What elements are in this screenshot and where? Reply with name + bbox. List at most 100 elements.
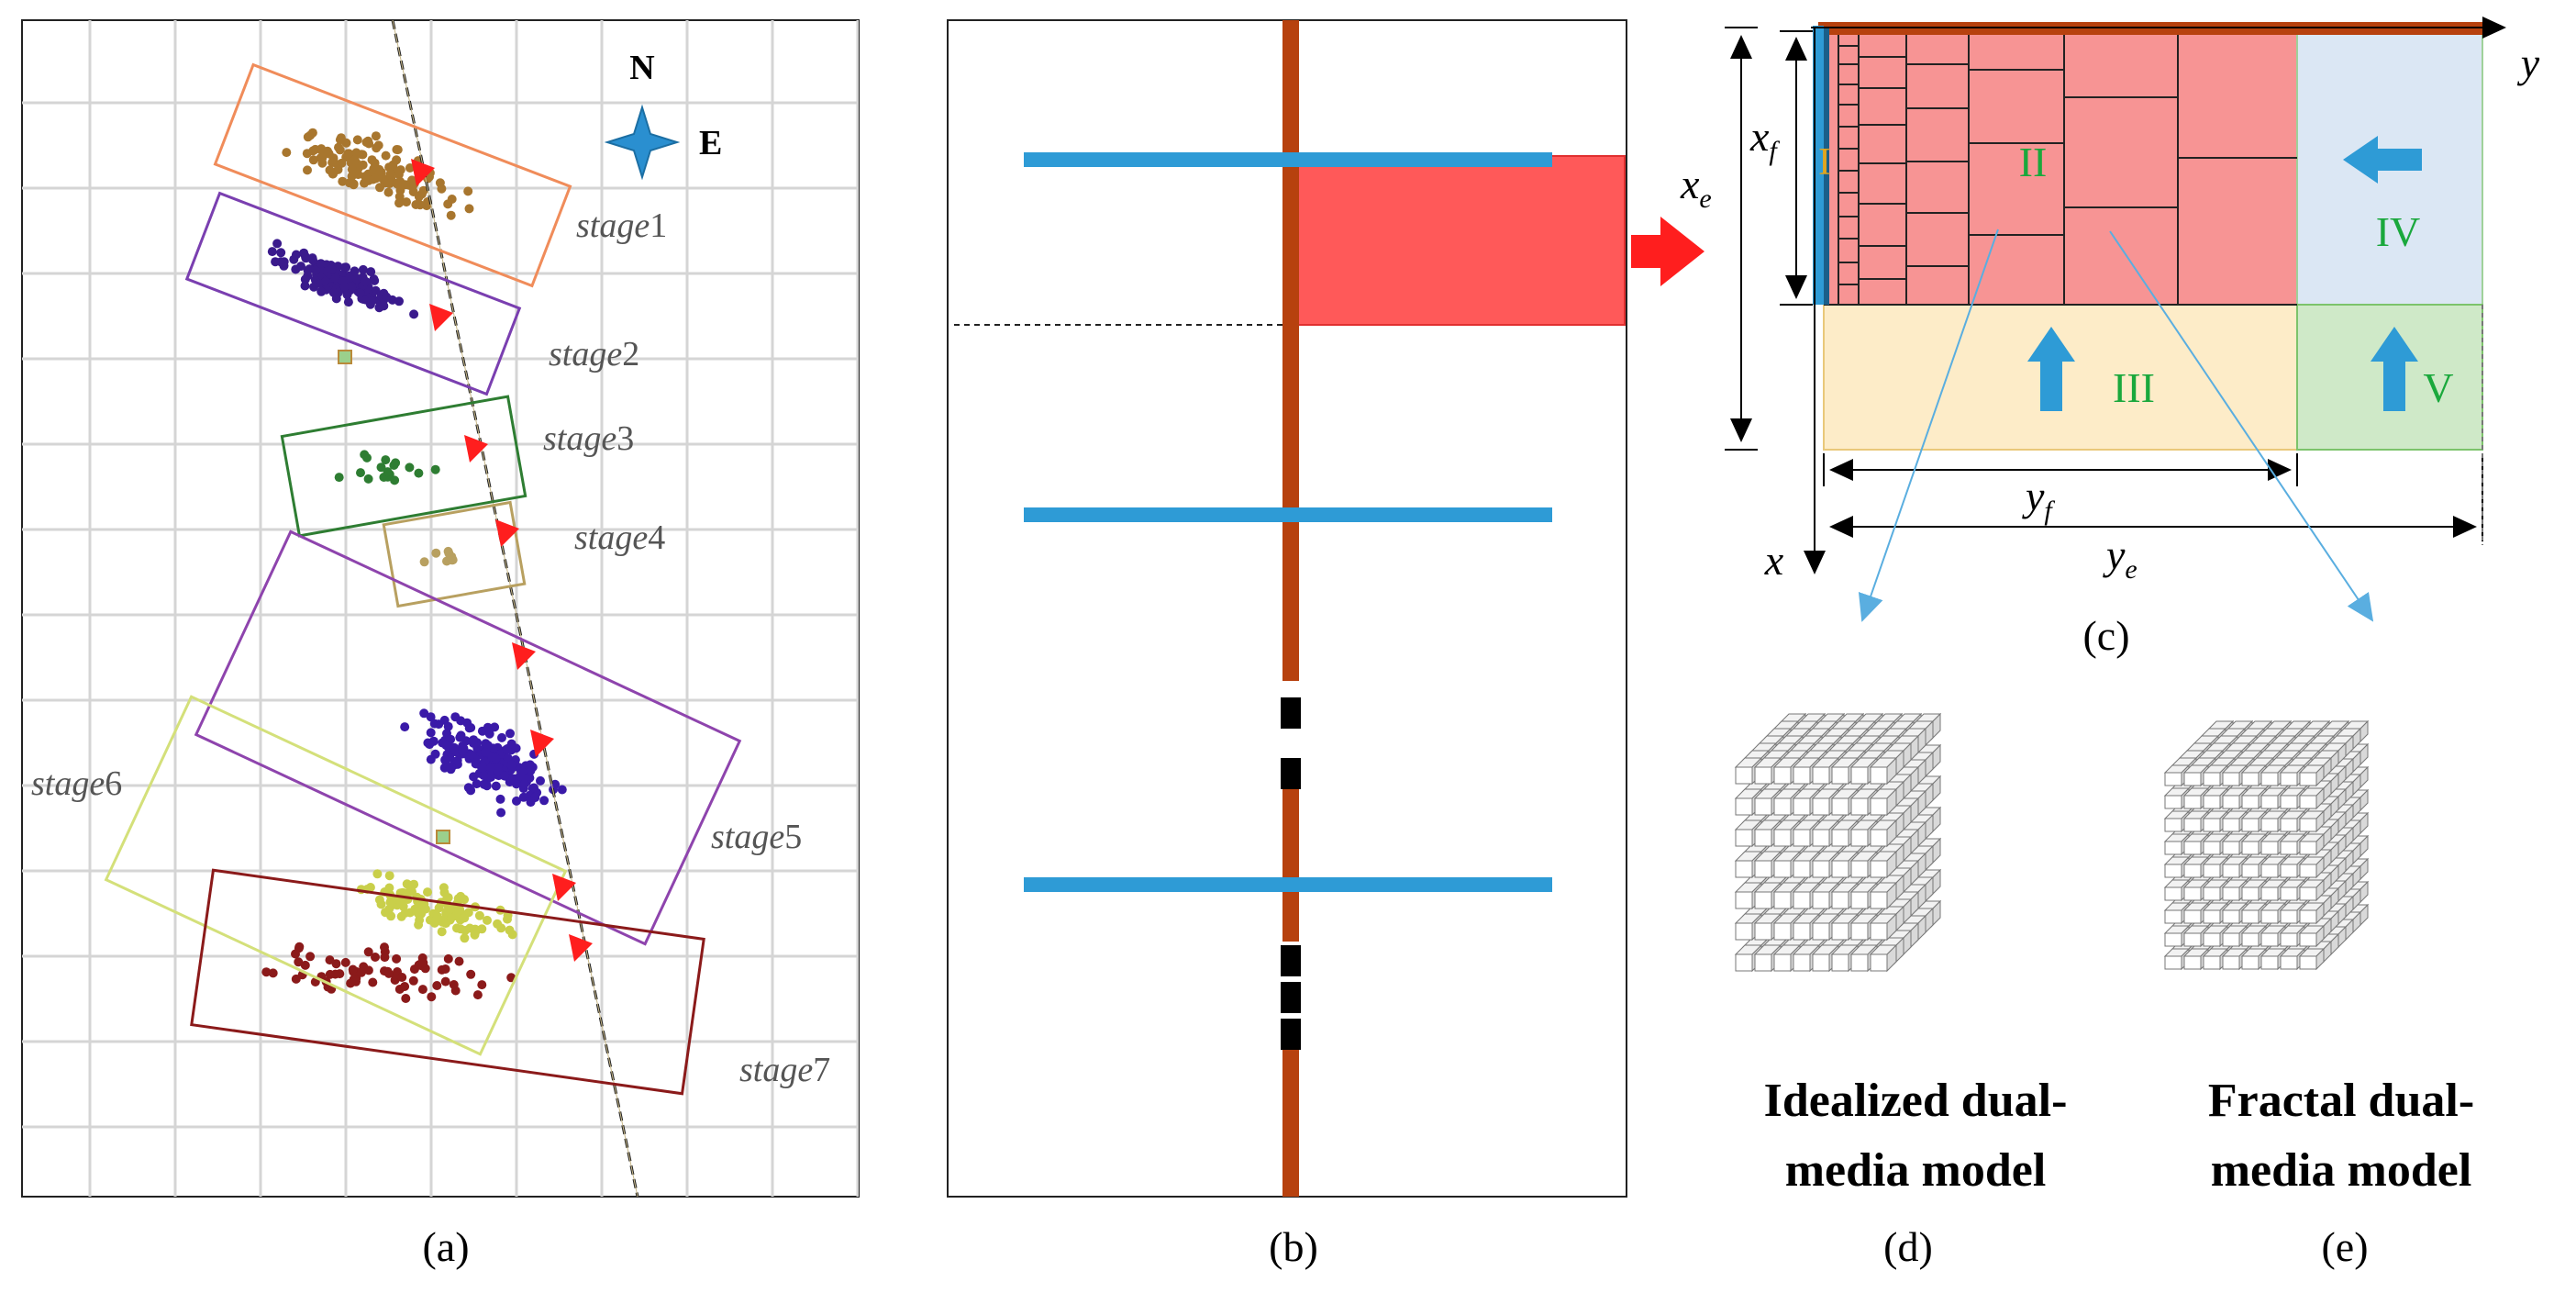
event-point <box>481 747 491 757</box>
event-point <box>384 179 394 189</box>
event-point <box>412 907 422 917</box>
event-point <box>409 309 419 319</box>
yf-label: yf <box>2022 473 2055 526</box>
event-point <box>386 911 396 921</box>
event-point <box>396 911 406 921</box>
event-point <box>350 266 360 276</box>
event-point <box>341 138 351 148</box>
event-point <box>384 871 394 881</box>
event-point <box>395 165 405 175</box>
stage-4-label: stage4 <box>574 518 665 557</box>
event-point <box>466 750 476 760</box>
event-point <box>464 204 474 214</box>
stage-3-label: stage3 <box>543 419 634 458</box>
event-point <box>452 755 462 765</box>
event-point <box>414 468 424 478</box>
event-point <box>539 796 550 806</box>
event-point <box>486 763 496 773</box>
event-point <box>325 955 335 965</box>
event-point <box>276 248 286 258</box>
panel-d-title-line2: media model <box>1785 1144 2047 1197</box>
wellbore-break-marks <box>1281 681 1301 1050</box>
event-point <box>381 455 391 465</box>
stage-6-box <box>104 695 568 1056</box>
green-marker <box>436 830 450 844</box>
event-point <box>343 297 353 307</box>
event-point <box>405 463 415 473</box>
event-point <box>351 273 361 284</box>
event-point <box>339 282 350 292</box>
event-point <box>493 763 503 773</box>
event-point <box>466 786 476 796</box>
event-point <box>491 781 501 791</box>
event-point <box>381 292 391 302</box>
event-point <box>418 185 428 195</box>
caption-a: (a) <box>422 1223 469 1270</box>
event-point <box>430 464 440 474</box>
map-grid <box>22 20 859 1197</box>
panel-c: y x xe xf yf ye I II III IV V <box>1680 17 2540 659</box>
event-point <box>511 779 521 789</box>
event-point <box>361 138 372 147</box>
event-point <box>400 722 410 732</box>
stage-5-box <box>194 529 742 946</box>
event-point <box>383 187 394 197</box>
event-point <box>405 163 415 173</box>
event-point <box>470 930 480 940</box>
event-point <box>502 744 512 754</box>
caption-c: (c) <box>2082 612 2129 659</box>
panel-e-title-line2: media model <box>2211 1144 2472 1197</box>
event-point <box>356 468 365 478</box>
event-point <box>380 953 390 963</box>
event-point <box>373 140 383 150</box>
event-point <box>408 975 418 986</box>
event-point <box>398 887 408 897</box>
event-point <box>328 287 339 297</box>
stage-6-label: stage6 <box>31 764 122 803</box>
event-point <box>472 779 482 789</box>
event-point <box>279 257 289 267</box>
event-point <box>408 187 418 196</box>
event-point <box>391 458 401 468</box>
event-point <box>447 913 456 923</box>
region-V-label: V <box>2423 364 2453 411</box>
event-point <box>431 548 441 558</box>
stage-2-label: stage2 <box>549 335 639 373</box>
event-point <box>423 738 433 748</box>
event-point <box>392 145 402 154</box>
event-point <box>503 753 513 764</box>
connector-arrow-icon <box>1631 217 1704 286</box>
event-point <box>300 281 310 291</box>
event-point <box>455 915 465 925</box>
event-point <box>282 148 292 158</box>
compass-east-label: E <box>699 124 722 162</box>
event-point <box>472 990 483 1000</box>
event-point <box>506 760 516 770</box>
event-point <box>417 985 427 995</box>
event-point <box>383 467 393 477</box>
compass-icon <box>604 104 681 181</box>
event-point <box>460 933 470 943</box>
stage-7-label: stage7 <box>739 1051 830 1089</box>
stage-2-box <box>184 191 522 396</box>
event-point <box>307 253 317 263</box>
flow-arrow-left-icon <box>2343 136 2422 184</box>
event-point <box>330 273 340 283</box>
event-point <box>455 732 465 742</box>
event-point <box>294 957 304 967</box>
event-point <box>307 128 317 138</box>
flow-arrow-up-icon <box>2027 327 2075 411</box>
event-point <box>294 943 304 953</box>
region-III-label: III <box>2113 364 2155 411</box>
event-point <box>308 146 318 156</box>
green-marker <box>338 350 352 364</box>
event-point <box>272 239 283 249</box>
event-point <box>385 170 395 180</box>
event-point <box>338 176 348 186</box>
event-point <box>394 198 404 208</box>
event-point <box>377 173 387 184</box>
idealized-cube-model <box>1735 713 1941 972</box>
region-II-label: II <box>2019 139 2048 185</box>
event-point <box>474 910 484 920</box>
event-point <box>367 296 376 307</box>
